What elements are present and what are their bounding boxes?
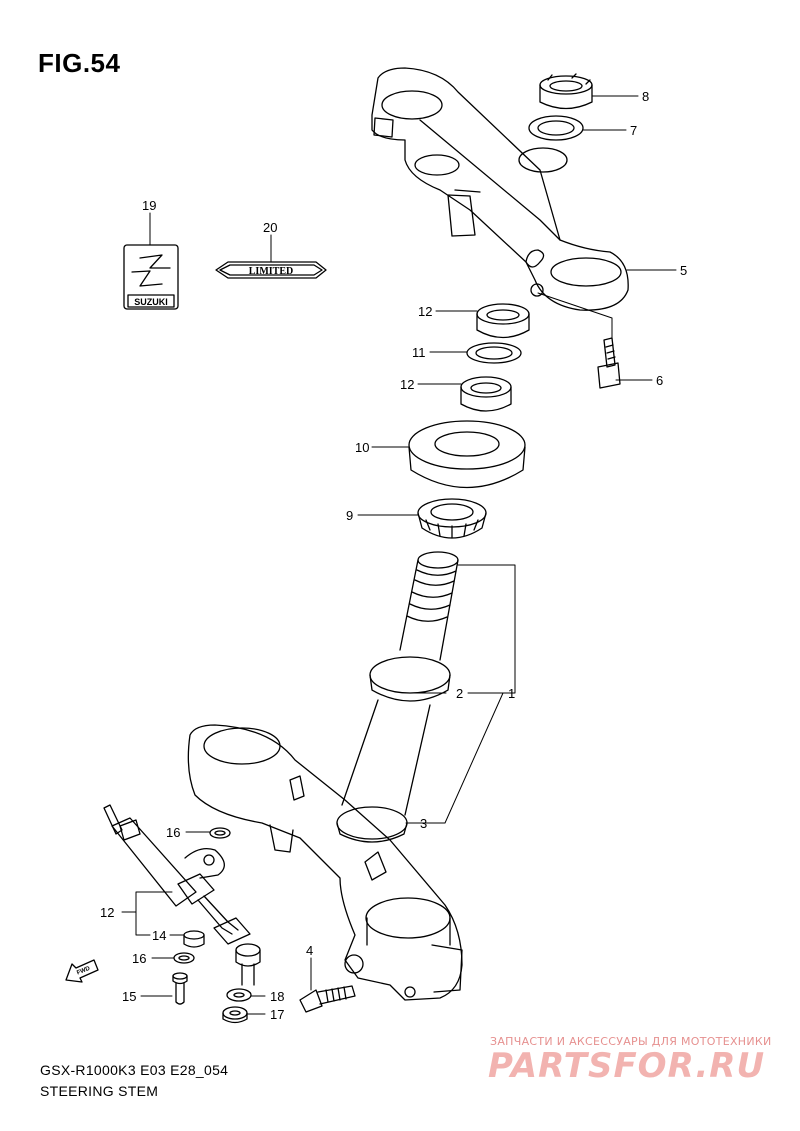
stem-nut [539,73,593,110]
upper-bracket [371,67,629,311]
callout-14: 14 [152,928,166,943]
callout-10: 10 [355,440,369,455]
callout-15: 15 [122,989,136,1004]
leader-lines [121,95,677,1015]
steering-stem-shaft [336,551,459,843]
callout-20: 20 [263,220,277,235]
callout-6: 6 [656,373,663,388]
pinch-bolt-6 [597,337,621,389]
fwd-arrow [65,959,99,983]
callout-19: 19 [142,198,156,213]
callout-12-upper: 12 [418,304,432,319]
callout-11: 11 [412,345,426,360]
callout-18: 18 [270,989,284,1004]
callout-4: 4 [306,943,313,958]
callout-13: 12 [100,905,114,920]
lock-washer [466,342,522,364]
figure-title: FIG.54 [38,48,121,78]
limited-emblem [215,261,327,279]
lock-nut-upper [476,303,530,339]
suzuki-emblem-text: SUZUKI [134,297,168,307]
dust-seal [408,420,526,489]
limited-emblem-text: LIMITED [249,266,293,277]
callout-2: 2 [456,686,463,701]
callout-12-lower: 12 [400,377,414,392]
callout-16-lower: 16 [132,951,146,966]
callout-9: 9 [346,508,353,523]
callout-8: 8 [642,89,649,104]
callout-labels: 8 7 5 6 12 11 12 10 9 2 1 3 4 16 12 14 1… [100,89,687,1022]
callout-5: 5 [680,263,687,278]
watermark-logo: PARTSFOR.RU [488,1046,766,1086]
fwd-arrow-text: FWD [76,965,92,976]
stem-washer [528,115,584,141]
suzuki-emblem [123,244,179,310]
nut-17 [222,1006,248,1024]
watermark-tagline: ЗАПЧАСТИ И АКСЕССУАРЫ ДЛЯ МОТОТЕХНИКИ [490,1035,772,1048]
damper-bolt [172,972,188,1005]
lock-nut-lower [460,376,512,412]
callout-3: 3 [420,816,427,831]
washer-upper [209,827,231,839]
damper-rod-end [235,943,261,986]
steering-damper [103,804,251,945]
washer-lower [173,952,195,964]
lower-bracket [187,724,463,1001]
callout-16-upper: 16 [166,825,180,840]
spacer [183,930,205,948]
washer-18 [226,988,252,1002]
callout-7: 7 [630,123,637,138]
callout-1: 1 [508,686,515,701]
callout-17: 17 [270,1007,284,1022]
model-code: GSX-R1000K3 E03 E28_054 [40,1062,229,1078]
steering-bearing [417,498,487,539]
pinch-bolt-4 [299,985,356,1013]
section-name: STEERING STEM [40,1083,159,1099]
